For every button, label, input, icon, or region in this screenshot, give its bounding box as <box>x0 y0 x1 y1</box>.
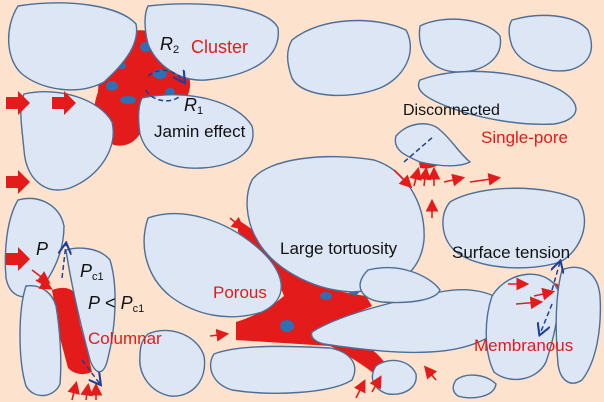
label-large-tortuosity: Large tortuosity <box>280 240 397 257</box>
label-p-symbol: P <box>36 239 48 259</box>
label-pc1: Pc1 <box>80 262 104 283</box>
grain-17 <box>211 346 355 393</box>
label-r1: R1 <box>184 96 203 117</box>
label-less-than: < <box>105 293 116 313</box>
label-r1-sub: 1 <box>197 105 203 117</box>
label-pc1-sub: c1 <box>92 271 104 283</box>
label-r2: R2 <box>160 35 179 56</box>
grain-22 <box>372 360 416 394</box>
label-cluster: Cluster <box>191 38 248 56</box>
label-pc1-right: P <box>121 293 133 313</box>
label-pc1-right-sub: c1 <box>133 303 145 315</box>
label-p-less-than-pc1: P < Pc1 <box>88 294 144 315</box>
label-r1-symbol: R <box>184 95 197 115</box>
label-p: P <box>36 240 48 258</box>
label-jamin-effect: Jamin effect <box>154 123 245 140</box>
label-r2-symbol: R <box>160 34 173 54</box>
label-columnar: Columnar <box>88 330 162 347</box>
label-p-left: P <box>88 293 100 313</box>
label-porous: Porous <box>213 284 267 301</box>
label-disconnected: Disconnected <box>403 103 500 119</box>
label-surface-tension: Surface tension <box>452 244 570 261</box>
label-membranous: Membranous <box>474 337 573 354</box>
grain-15 <box>20 286 61 396</box>
label-r2-sub: 2 <box>173 44 179 56</box>
label-pc1-symbol: P <box>80 261 92 281</box>
label-single-pore: Single-pore <box>481 129 568 146</box>
